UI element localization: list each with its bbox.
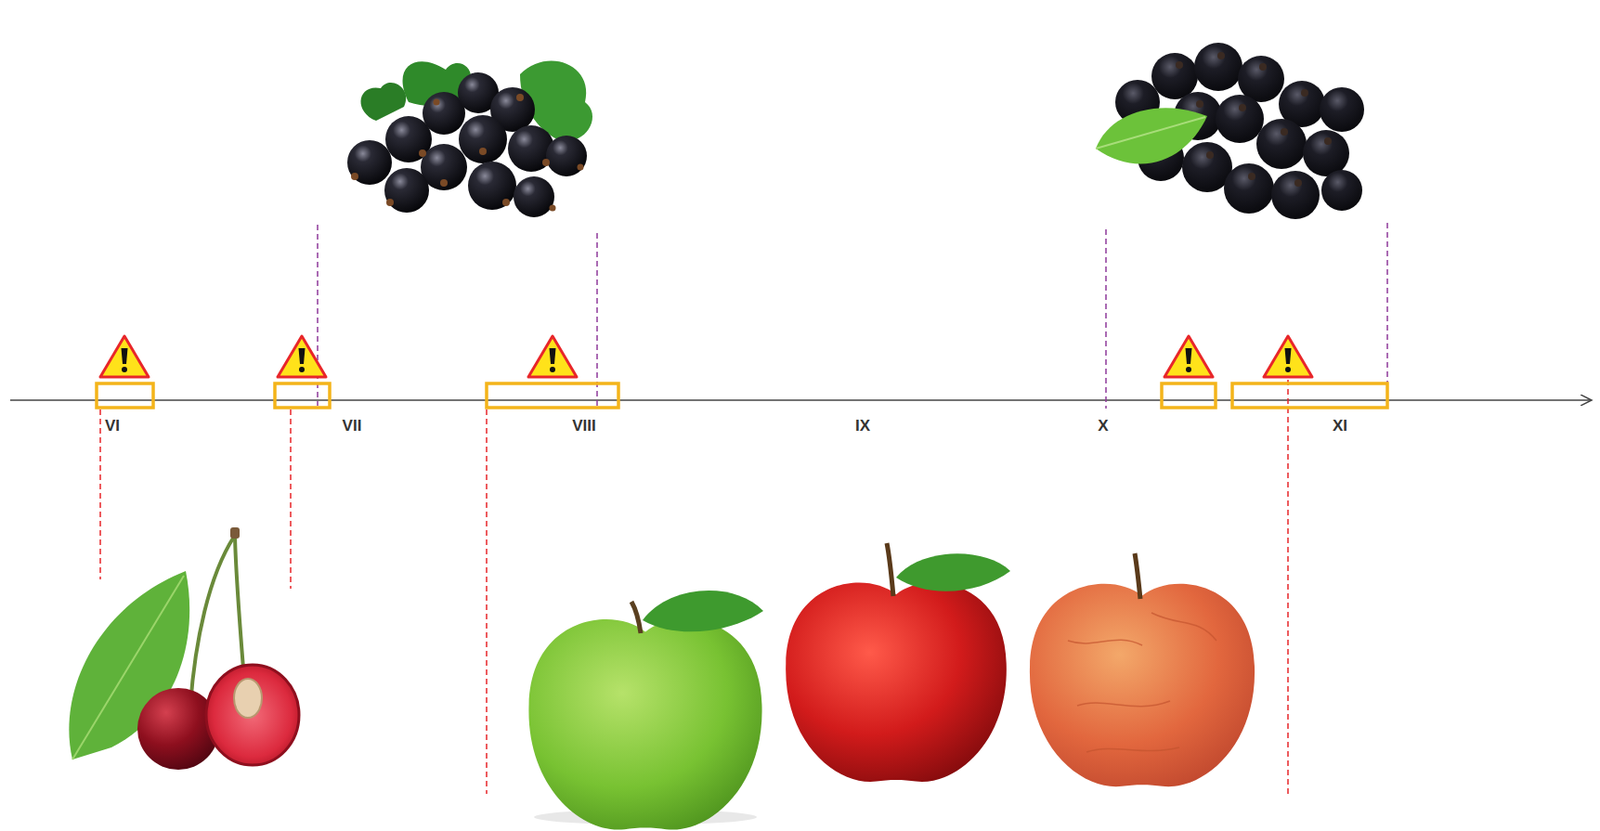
old-apple-illustration [1029,553,1255,787]
aronia-illustration [1095,42,1365,220]
month-label: IX [852,416,873,436]
month-label: VI [102,416,123,436]
purple-guides [317,222,1388,409]
time-axis [10,399,1592,402]
blackcurrant-illustration [347,61,593,218]
month-label: X [1094,416,1111,436]
month-label: XI [1329,416,1351,436]
period-boxes [96,383,1388,408]
month-label: VIII [569,416,599,436]
green-apple-illustration [528,590,764,831]
cherry-illustration [68,527,300,770]
warning-icons [100,336,1313,378]
red-apple-illustration [785,543,1011,782]
month-label: VII [339,416,365,436]
